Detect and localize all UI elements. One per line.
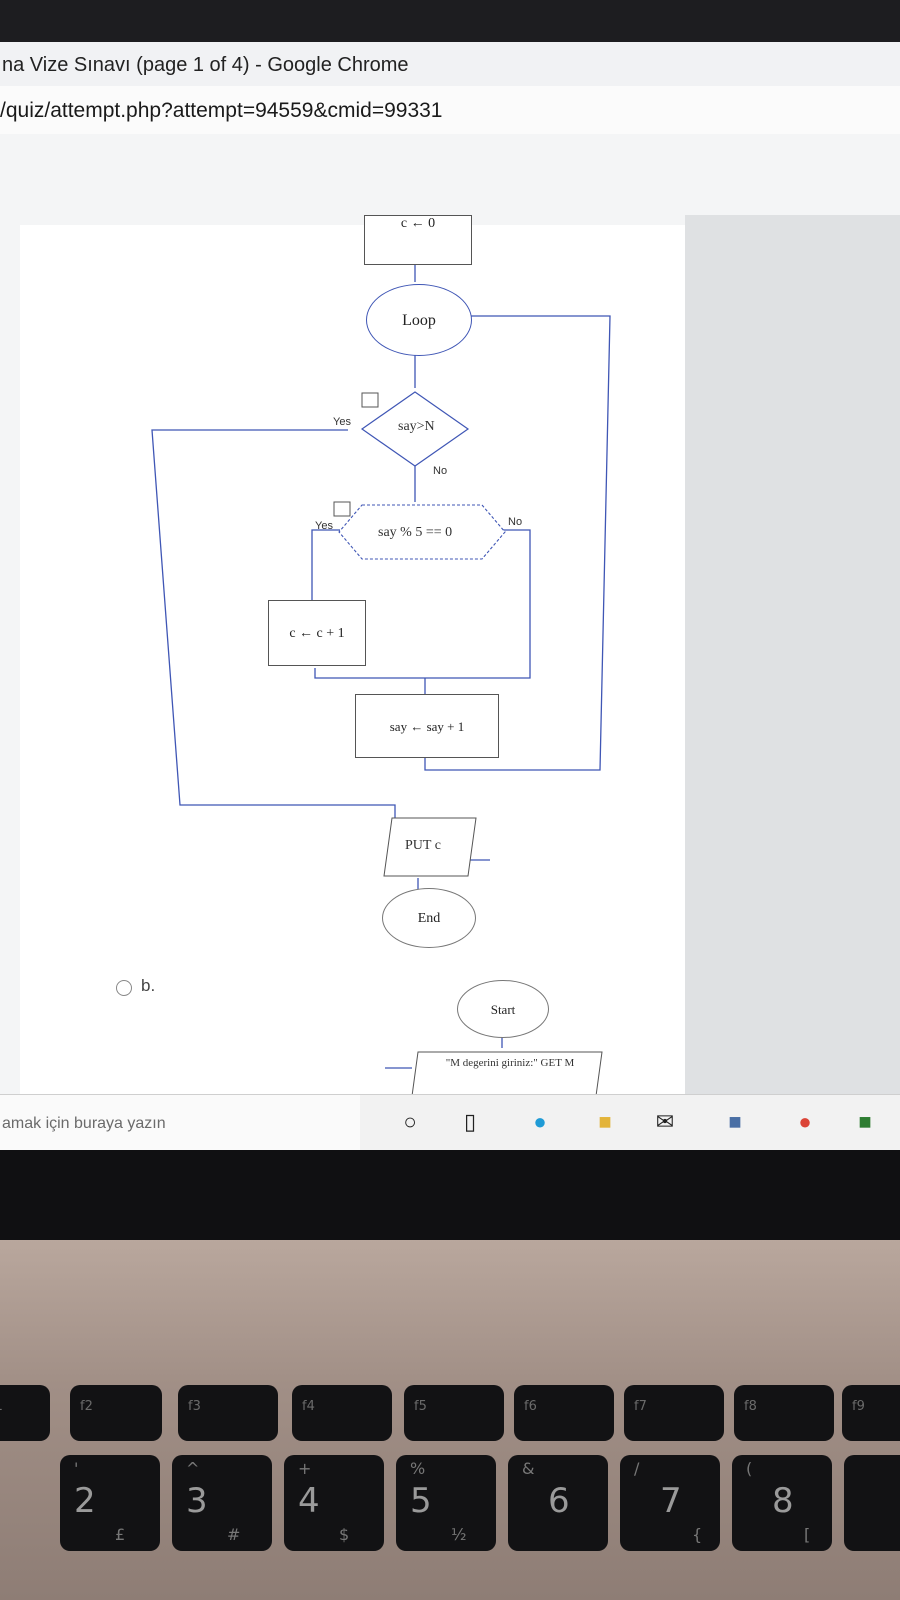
- key-5[interactable]: % 5 ½: [396, 1455, 496, 1551]
- key-f1[interactable]: f1: [0, 1385, 50, 1441]
- key-7-top: /: [634, 1459, 640, 1478]
- key-7[interactable]: / 7 {: [620, 1455, 720, 1551]
- key-f7[interactable]: f7: [624, 1385, 724, 1441]
- key-f3-label: f3: [188, 1399, 201, 1414]
- key-8-bottom: [: [804, 1525, 811, 1544]
- key-f3[interactable]: f3: [178, 1385, 278, 1441]
- key-f6-label: f6: [524, 1399, 537, 1414]
- key-f5[interactable]: f5: [404, 1385, 504, 1441]
- key-3[interactable]: ^ 3 #: [172, 1455, 272, 1551]
- increment-say-text: say ← say + 1: [389, 719, 465, 734]
- increment-say-box: say ← say + 1: [355, 694, 499, 758]
- decision-mod-5: [338, 504, 506, 560]
- decision2-text: say % 5 == 0: [378, 525, 453, 540]
- key-2[interactable]: ' 2 £: [60, 1455, 160, 1551]
- mail-icon[interactable]: ✉: [655, 1109, 675, 1134]
- decision1-yes-label: Yes: [333, 416, 351, 428]
- option-b-radio[interactable]: [116, 980, 132, 996]
- decision2-no-label: No: [508, 516, 523, 528]
- file-explorer-icon[interactable]: ■: [598, 1109, 612, 1134]
- start-text: Start: [490, 1002, 516, 1017]
- key-f2-label: f2: [80, 1399, 93, 1414]
- chrome-icon[interactable]: ●: [798, 1109, 812, 1134]
- end-ellipse: End: [382, 888, 476, 948]
- windows-taskbar: amak için buraya yazın ○ ▯ ● ■ ✉ ■ ● ■: [0, 1094, 900, 1150]
- key-5-top: %: [410, 1459, 426, 1478]
- increment-c-text: c ← c + 1: [289, 626, 345, 641]
- put-text: PUT c: [405, 838, 441, 853]
- init-process-box: c ← 0: [364, 215, 472, 265]
- init-box-text: c ← 0: [400, 216, 436, 231]
- edge-browser-icon[interactable]: ●: [533, 1109, 547, 1134]
- key-2-top: ': [74, 1459, 79, 1478]
- key-6-main: 6: [548, 1481, 570, 1521]
- option-b-label[interactable]: b.: [141, 976, 156, 995]
- key-f9[interactable]: f9: [842, 1385, 900, 1441]
- key-2-bottom: £: [115, 1525, 126, 1544]
- browser-title-bar: na Vize Sınavı (page 1 of 4) - Google Ch…: [0, 42, 900, 87]
- key-3-main: 3: [186, 1481, 208, 1521]
- key-9-partial[interactable]: [844, 1455, 900, 1551]
- key-4-top: +: [298, 1459, 312, 1478]
- key-f8[interactable]: f8: [734, 1385, 834, 1441]
- decision-say-gt-n: [360, 391, 470, 467]
- decision2-yes-label: Yes: [315, 520, 333, 532]
- key-5-bottom: ½: [451, 1525, 467, 1544]
- key-7-main: 7: [660, 1481, 682, 1521]
- decision1-text: say>N: [398, 419, 435, 434]
- key-f9-label: f9: [852, 1399, 865, 1414]
- increment-c-box: c ← c + 1: [268, 600, 366, 666]
- key-7-bottom: {: [692, 1525, 703, 1544]
- key-3-bottom: #: [227, 1525, 241, 1544]
- key-f8-label: f8: [744, 1399, 757, 1414]
- key-4-bottom: $: [339, 1525, 350, 1544]
- put-parallelogram: [383, 817, 477, 877]
- app-h-icon[interactable]: ■: [858, 1109, 872, 1134]
- key-2-main: 2: [74, 1481, 96, 1521]
- key-4-main: 4: [298, 1481, 320, 1521]
- key-4[interactable]: + 4 $: [284, 1455, 384, 1551]
- laptop-bezel: [0, 1150, 900, 1240]
- loop-text: Loop: [402, 312, 436, 329]
- key-8-top: (: [746, 1459, 753, 1478]
- cortana-circle-icon[interactable]: ○: [403, 1109, 417, 1134]
- task-view-icon[interactable]: ▯: [463, 1109, 477, 1134]
- screen-top-edge: [0, 0, 900, 42]
- app-tile-icon[interactable]: ■: [728, 1109, 742, 1134]
- input-box-text: "M degerini giriniz:" GET M: [445, 1057, 575, 1069]
- search-placeholder[interactable]: amak için buraya yazın: [2, 1115, 166, 1132]
- key-8-main: 8: [772, 1481, 794, 1521]
- window-title: na Vize Sınavı (page 1 of 4) - Google Ch…: [2, 54, 409, 76]
- key-3-top: ^: [186, 1459, 200, 1478]
- flowchart-connectors: [151, 262, 611, 1069]
- monitor-screen: na Vize Sınavı (page 1 of 4) - Google Ch…: [0, 0, 900, 1150]
- key-f4[interactable]: f4: [292, 1385, 392, 1441]
- loop-ellipse: Loop: [366, 284, 472, 356]
- key-f4-label: f4: [302, 1399, 315, 1414]
- key-f7-label: f7: [634, 1399, 647, 1414]
- taskbar-search-box[interactable]: amak için buraya yazın: [0, 1095, 360, 1150]
- key-6-top: &: [522, 1459, 535, 1478]
- key-5-main: 5: [410, 1481, 432, 1521]
- end-text: End: [417, 911, 441, 926]
- key-8[interactable]: ( 8 [: [732, 1455, 832, 1551]
- key-6[interactable]: & 6: [508, 1455, 608, 1551]
- key-f6[interactable]: f6: [514, 1385, 614, 1441]
- url-text[interactable]: /quiz/attempt.php?attempt=94559&cmid=993…: [0, 99, 443, 122]
- key-f2[interactable]: f2: [70, 1385, 162, 1441]
- start-ellipse: Start: [457, 980, 549, 1038]
- decision1-no-label: No: [433, 465, 448, 477]
- key-f5-label: f5: [414, 1399, 427, 1414]
- right-panel: [685, 215, 900, 1095]
- key-f1-label: f1: [0, 1399, 3, 1414]
